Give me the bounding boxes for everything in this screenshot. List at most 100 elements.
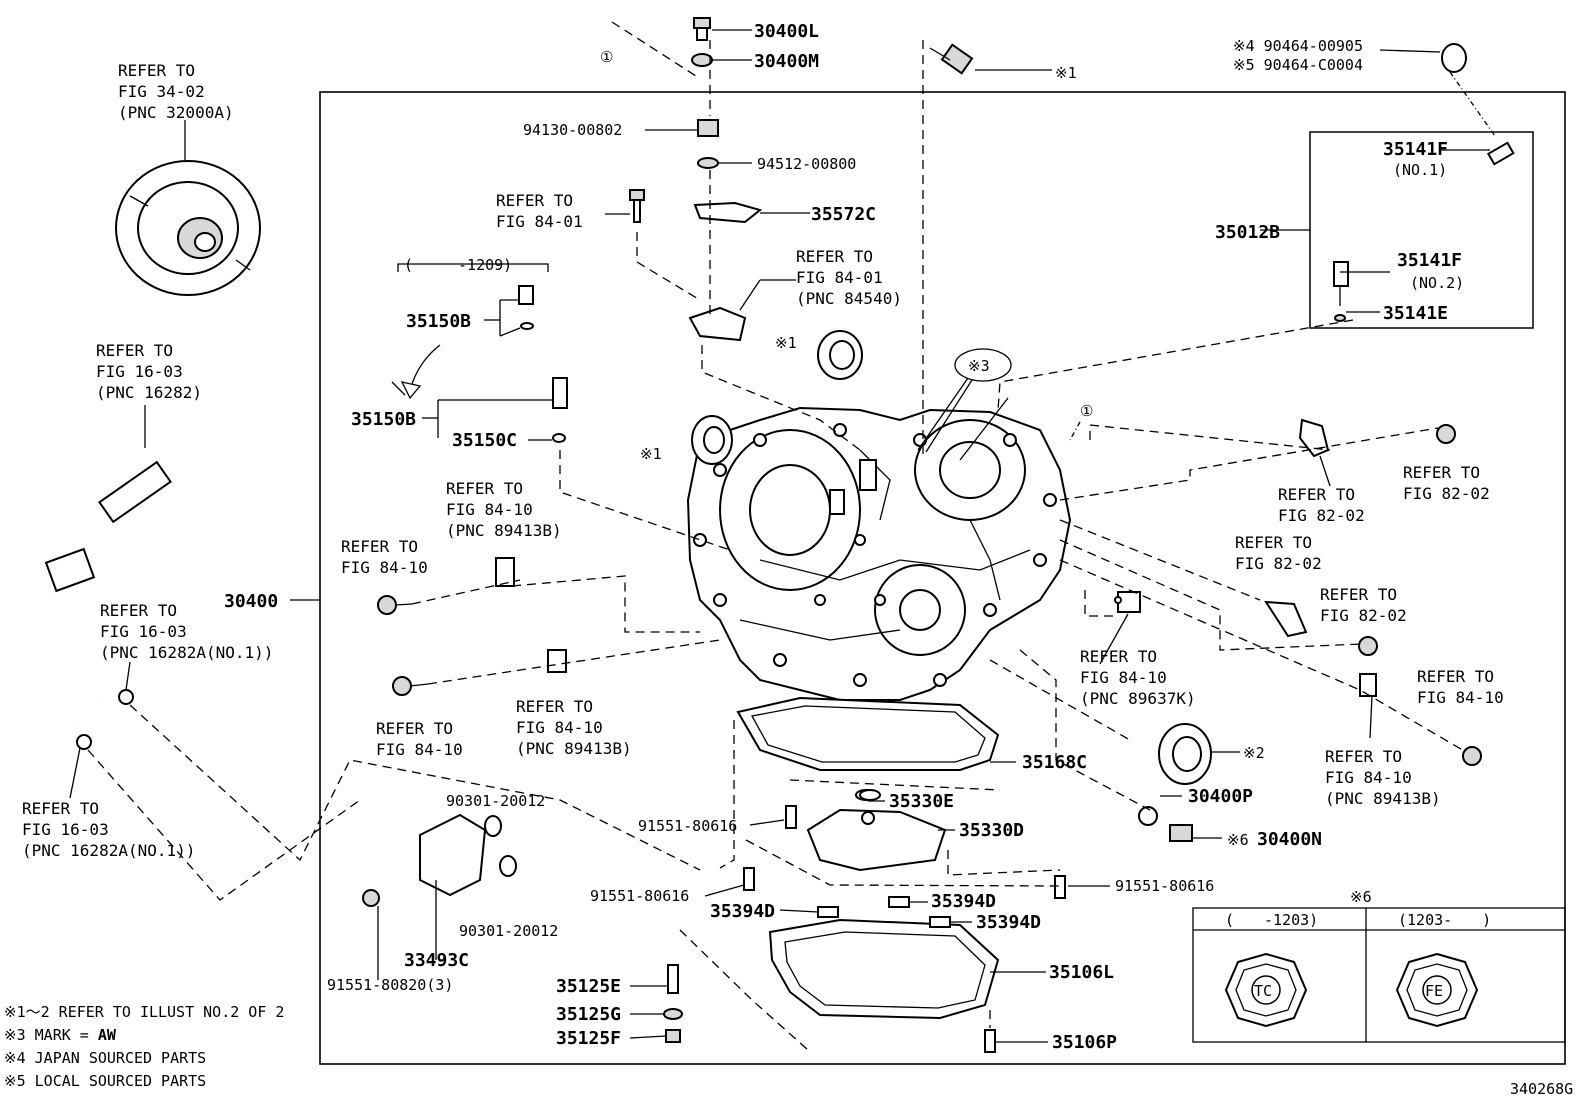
oil-pan-drawing <box>768 918 1000 1020</box>
ref-82-02-c-l2: FIG 82-02 <box>1235 554 1322 573</box>
label-30400L: 30400L <box>754 21 819 42</box>
ref-82-02-d-l2: FIG 82-02 <box>1320 606 1407 625</box>
ref-84-01-b-l1: REFER TO <box>796 247 873 266</box>
mark3: ※3 <box>968 357 990 375</box>
ref-84-10-g-l2: FIG 84-10 <box>1325 768 1412 787</box>
leader-lines <box>377 29 1490 1043</box>
ref-16-03-c-l1: REFER TO <box>22 799 99 818</box>
legend-note1: ※1～2 REFER TO ILLUST NO.2 OF 2 <box>4 1003 284 1021</box>
mark1-low: ※1 <box>640 445 662 463</box>
ref-82-02-d-l1: REFER TO <box>1320 585 1397 604</box>
transaxle-case-drawing <box>686 406 1072 701</box>
ref-84-10-c-l1: REFER TO <box>376 719 453 738</box>
ref-82-02-b-l2: FIG 82-02 <box>1403 484 1490 503</box>
label-94130-00802: 94130-00802 <box>523 121 622 139</box>
valve-body-cover-drawing <box>736 696 1000 771</box>
legend-note4: ※4 JAPAN SOURCED PARTS <box>4 1049 206 1067</box>
mark6-inline: ※6 <box>1227 831 1249 849</box>
label-91551-80616-c: 91551-80616 <box>1115 877 1214 895</box>
label-date-1209: ( -1209) <box>404 256 512 274</box>
ref-16-03-c-l2: FIG 16-03 <box>22 820 109 839</box>
label-35125F: 35125F <box>556 1028 621 1049</box>
ref-82-02-a-l2: FIG 82-02 <box>1278 506 1365 525</box>
label-35141F-no1: 35141F <box>1383 139 1448 160</box>
table6-title: ※6 <box>1350 888 1372 906</box>
label-91551-80616-b: 91551-80616 <box>590 887 689 905</box>
label-35330E: 35330E <box>889 791 954 812</box>
label-35330D: 35330D <box>959 820 1024 841</box>
ref-34-02-l2: FIG 34-02 <box>118 82 205 101</box>
ref-16-03-a-l2: FIG 16-03 <box>96 362 183 381</box>
ref-84-10-g-l1: REFER TO <box>1325 747 1402 766</box>
circle1-top: ① <box>600 48 613 66</box>
ref-34-02-l3: (PNC 32000A) <box>118 103 234 122</box>
ref-84-10-f-l1: REFER TO <box>1417 667 1494 686</box>
label-30400M: 30400M <box>754 51 819 72</box>
label-no2: (NO.2) <box>1410 274 1464 292</box>
legend-note3-mark: AW <box>98 1026 117 1044</box>
mark1-top: ※1 <box>1055 64 1077 82</box>
ref-84-10-a-l2: FIG 84-10 <box>446 500 533 519</box>
label-35125G: 35125G <box>556 1004 621 1025</box>
label-30400N: 30400N <box>1257 829 1322 850</box>
ref-82-02-a-l1: REFER TO <box>1278 485 1355 504</box>
ref-82-02-b-l1: REFER TO <box>1403 463 1480 482</box>
label-30400: 30400 <box>224 591 278 612</box>
ref-16-03-a-l1: REFER TO <box>96 341 173 360</box>
torque-converter-drawing <box>115 160 261 296</box>
ref-84-01-b-l2: FIG 84-01 <box>796 268 883 287</box>
ref-84-10-a-l3: (PNC 89413B) <box>446 521 562 540</box>
label-91551-80616-a: 91551-80616 <box>638 817 737 835</box>
ref-84-10-a-l1: REFER TO <box>446 479 523 498</box>
dotted-lines <box>391 71 1496 441</box>
ref-84-10-c-l2: FIG 84-10 <box>376 740 463 759</box>
ref-84-10-e-l1: REFER TO <box>1080 647 1157 666</box>
diagram-id: 340268G <box>1510 1080 1573 1098</box>
label-35168C: 35168C <box>1022 752 1087 773</box>
label-35572C: 35572C <box>811 204 876 225</box>
label-90464-C0004: ※5 90464-C0004 <box>1233 56 1363 74</box>
ref-82-02-c-l1: REFER TO <box>1235 533 1312 552</box>
legend-note3-prefix: ※3 MARK = <box>4 1026 98 1044</box>
ref-16-03-c-l3: (PNC 16282A(NO.1)) <box>22 841 195 860</box>
table6-col2-header: (1203- ) <box>1398 911 1491 929</box>
mark2: ※2 <box>1243 744 1265 762</box>
label-35150B-new: 35150B <box>351 409 416 430</box>
label-35150B-old: 35150B <box>406 311 471 332</box>
mark1-mid: ※1 <box>775 334 797 352</box>
label-35150C: 35150C <box>452 430 517 451</box>
label-91551-80820: 91551-80820(3) <box>327 976 453 994</box>
ref-84-10-d-l3: (PNC 89413B) <box>516 739 632 758</box>
ref-16-03-b-l1: REFER TO <box>100 601 177 620</box>
ref-16-03-b-l2: FIG 16-03 <box>100 622 187 641</box>
table-6 <box>1192 907 1566 1043</box>
label-35012B: 35012B <box>1215 222 1280 243</box>
ref-84-01-b-l3: (PNC 84540) <box>796 289 902 308</box>
ref-84-10-e-l2: FIG 84-10 <box>1080 668 1167 687</box>
table6-col1-mark: TC <box>1254 982 1272 1000</box>
ref-84-10-b-l1: REFER TO <box>341 537 418 556</box>
table6-col1-header: ( -1203) <box>1225 911 1318 929</box>
supersession-arrow <box>409 344 441 391</box>
oil-cooler-hose-drawing <box>40 349 279 750</box>
ref-84-10-b-l2: FIG 84-10 <box>341 558 428 577</box>
ref-84-10-d-l2: FIG 84-10 <box>516 718 603 737</box>
label-35106P: 35106P <box>1052 1032 1117 1053</box>
label-35141E: 35141E <box>1383 303 1448 324</box>
label-35394D-a: 35394D <box>710 901 775 922</box>
label-35141F-no2: 35141F <box>1397 250 1462 271</box>
label-35394D-b: 35394D <box>931 891 996 912</box>
ref-84-10-d-l1: REFER TO <box>516 697 593 716</box>
table6-col2-mark: FE <box>1425 982 1443 1000</box>
ref-84-01-a-l2: FIG 84-01 <box>496 212 583 231</box>
ref-16-03-b-l3: (PNC 16282A(NO.1)) <box>100 643 273 662</box>
label-35106L: 35106L <box>1049 962 1114 983</box>
ref-16-03-a-l3: (PNC 16282) <box>96 383 202 402</box>
label-90464-00905: ※4 90464-00905 <box>1233 37 1363 55</box>
ref-84-10-g-l3: (PNC 89413B) <box>1325 789 1441 808</box>
label-35125E: 35125E <box>556 976 621 997</box>
label-35394D-c: 35394D <box>976 912 1041 933</box>
mark3-bubble <box>954 348 1012 382</box>
ref-84-10-e-l3: (PNC 89637K) <box>1080 689 1196 708</box>
